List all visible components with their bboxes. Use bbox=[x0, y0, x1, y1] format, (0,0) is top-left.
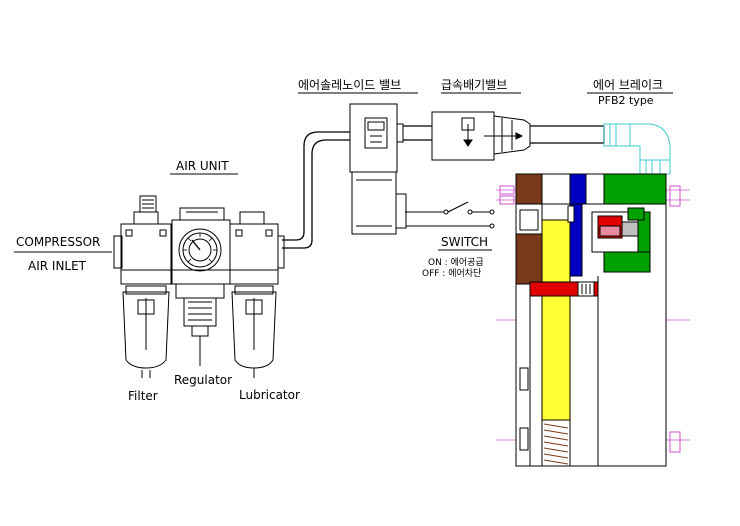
air-brake-type-label: PFB2 type bbox=[598, 94, 654, 107]
air-inlet-label: AIR INLET bbox=[28, 259, 87, 273]
brake-assembly bbox=[496, 173, 690, 467]
solenoid-valve-label: 에어솔레노이드 밸브 bbox=[298, 78, 401, 92]
compressor-label: COMPRESSOR bbox=[16, 235, 100, 249]
switch-on-label: ON : 에어공급 bbox=[428, 257, 484, 268]
air-unit-assembly bbox=[113, 195, 285, 378]
switch-label: SWITCH bbox=[441, 235, 488, 249]
switch-symbol bbox=[405, 201, 495, 229]
filter-label: Filter bbox=[128, 389, 158, 403]
lubricator-label: Lubricator bbox=[239, 388, 300, 402]
solenoid-valve bbox=[349, 103, 407, 235]
air-brake-fitting bbox=[603, 123, 671, 175]
air-brake-label: 에어 브레이크 bbox=[593, 78, 663, 92]
air-unit-label: AIR UNIT bbox=[176, 159, 229, 173]
regulator-label: Regulator bbox=[174, 373, 232, 387]
switch-off-label: OFF : 에어차단 bbox=[422, 267, 481, 279]
quick-exhaust-valve-label: 급속배기밸브 bbox=[441, 78, 507, 92]
quick-exhaust-valve bbox=[431, 111, 531, 161]
